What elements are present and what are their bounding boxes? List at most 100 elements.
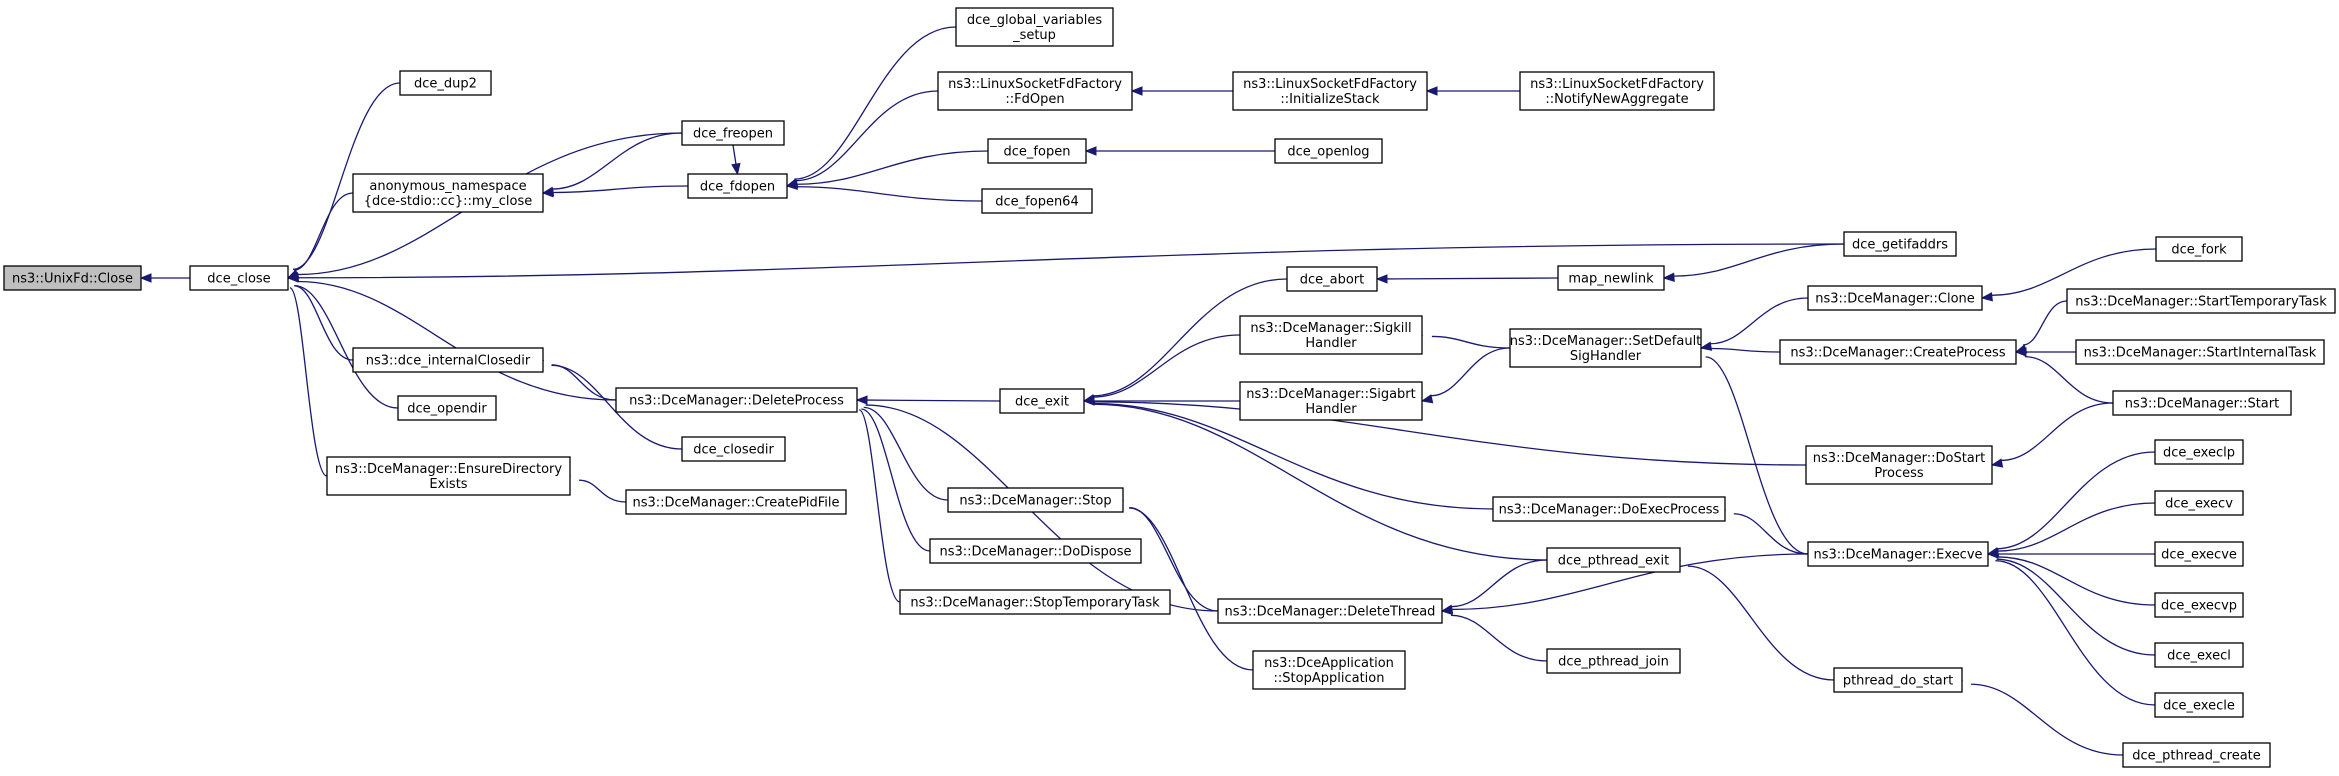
edge-arrow bbox=[1689, 337, 1781, 353]
node-dce-execle[interactable]: dce_execle bbox=[2154, 692, 2244, 718]
edge-arrow bbox=[785, 26, 957, 188]
node-box bbox=[1807, 541, 1989, 567]
node-stop[interactable]: ns3::DceManager::Stop bbox=[947, 487, 1124, 513]
node-dce-fork[interactable]: dce_fork bbox=[2155, 236, 2243, 262]
node-dce-fdopen[interactable]: dce_fdopen bbox=[687, 173, 788, 199]
node-start-internal-task[interactable]: ns3::DceManager::StartInternalTask bbox=[2075, 339, 2325, 365]
node-label: dce_execve bbox=[2161, 548, 2237, 563]
edge-arrow bbox=[1986, 502, 2156, 558]
node-box bbox=[947, 487, 1124, 513]
node-dce-global-variables-setup[interactable]: dce_global_variables_setup bbox=[955, 7, 1114, 47]
node-init-stack[interactable]: ns3::LinuxSocketFdFactory::InitializeSta… bbox=[1232, 71, 1428, 111]
node-start[interactable]: ns3::DceManager::Start bbox=[2112, 390, 2292, 416]
edge-arrow bbox=[1986, 451, 2156, 557]
node-fdopen-factory[interactable]: ns3::LinuxSocketFdFactory::FdOpen bbox=[937, 71, 1133, 111]
node-label: {dce-stdio::cc}::my_close bbox=[364, 194, 532, 209]
node-box bbox=[2112, 390, 2292, 416]
node-box bbox=[352, 173, 544, 213]
node-box bbox=[681, 436, 786, 462]
node-label: dce_opendir bbox=[407, 402, 487, 417]
node-dce-execvp[interactable]: dce_execvp bbox=[2154, 592, 2244, 618]
node-stop-temporary-task[interactable]: ns3::DceManager::StopTemporaryTask bbox=[899, 589, 1171, 615]
node-notify-new-aggregate[interactable]: ns3::LinuxSocketFdFactory::NotifyNewAggr… bbox=[1519, 71, 1715, 111]
node-dce-close[interactable]: dce_close bbox=[189, 265, 289, 291]
node-execve[interactable]: ns3::DceManager::Execve bbox=[1807, 541, 1989, 567]
node-dce-pthread-exit[interactable]: dce_pthread_exit bbox=[1546, 547, 1681, 573]
node-dce-getifaddrs[interactable]: dce_getifaddrs bbox=[1843, 231, 1957, 257]
node-delete-process[interactable]: ns3::DceManager::DeleteProcess bbox=[615, 387, 858, 413]
node-pthread-do-start[interactable]: pthread_do_start bbox=[1833, 667, 1963, 693]
edge-arrow bbox=[848, 388, 901, 603]
node-dce-freopen[interactable]: dce_freopen bbox=[681, 120, 785, 146]
edge-arrow bbox=[286, 243, 1845, 283]
node-label: ns3::DceManager::DoStart bbox=[1813, 451, 1985, 466]
node-dce-execlp[interactable]: dce_execlp bbox=[2154, 439, 2244, 465]
node-clone[interactable]: ns3::DceManager::Clone bbox=[1807, 285, 1983, 311]
edge-arrow bbox=[1977, 542, 2156, 706]
node-dce-pthread-join[interactable]: dce_pthread_join bbox=[1546, 648, 1681, 674]
node-dce-execve[interactable]: dce_execve bbox=[2154, 541, 2244, 567]
edge-arrow bbox=[1420, 347, 1511, 404]
node-do-exec-process[interactable]: ns3::DceManager::DoExecProcess bbox=[1492, 496, 1726, 522]
node-label: ::InitializeStack bbox=[1280, 92, 1380, 107]
node-label: ns3::DceManager::Execve bbox=[1813, 548, 1982, 563]
edge-arrow bbox=[1990, 402, 2114, 468]
node-dce-fopen[interactable]: dce_fopen bbox=[987, 138, 1087, 164]
node-unixfd-close[interactable]: ns3::UnixFd::Close bbox=[3, 265, 142, 291]
node-dce-closedir[interactable]: dce_closedir bbox=[681, 436, 786, 462]
node-create-pid-file[interactable]: ns3::DceManager::CreatePidFile bbox=[625, 489, 847, 515]
node-dce-fopen64[interactable]: dce_fopen64 bbox=[981, 188, 1093, 214]
node-box bbox=[687, 173, 788, 199]
edge-arrow bbox=[2014, 300, 2068, 354]
node-dce-execl[interactable]: dce_execl bbox=[2154, 642, 2244, 668]
node-label: dce_execlp bbox=[2163, 446, 2235, 461]
node-label: dce_fork bbox=[2171, 243, 2227, 258]
node-dce-pthread-create[interactable]: dce_pthread_create bbox=[2122, 742, 2271, 768]
node-label: dce_pthread_exit bbox=[1558, 554, 1669, 569]
edge-arrow bbox=[1440, 553, 1809, 616]
node-label: dce_execvp bbox=[2161, 599, 2237, 614]
node-label: ns3::LinuxSocketFdFactory bbox=[1243, 77, 1417, 92]
node-label: ns3::DceManager::EnsureDirectory bbox=[335, 462, 562, 477]
edge-arrow bbox=[731, 144, 741, 176]
node-dce-execv[interactable]: dce_execv bbox=[2154, 490, 2244, 516]
node-label: dce_pthread_create bbox=[2132, 749, 2261, 764]
node-box bbox=[1239, 315, 1423, 355]
node-create-process[interactable]: ns3::DceManager::CreateProcess bbox=[1779, 339, 2017, 365]
node-stop-application[interactable]: ns3::DceApplication::StopApplication bbox=[1252, 650, 1406, 690]
node-box bbox=[1232, 71, 1428, 111]
node-box bbox=[1509, 328, 1702, 368]
node-label: dce_execl bbox=[2167, 649, 2231, 664]
node-label: dce_fdopen bbox=[700, 180, 775, 195]
node-label: Exists bbox=[429, 477, 467, 492]
node-dce-opendir[interactable]: dce_opendir bbox=[397, 395, 497, 421]
node-box bbox=[1779, 339, 2017, 365]
node-dce-dup2[interactable]: dce_dup2 bbox=[399, 70, 492, 96]
node-label: ns3::DceManager::Stop bbox=[959, 494, 1111, 509]
edge-arrow bbox=[1980, 248, 2157, 302]
node-dce-internalclosedir[interactable]: ns3::dce_internalClosedir bbox=[352, 347, 544, 373]
node-anon-my-close[interactable]: anonymous_namespace{dce-stdio::cc}::my_c… bbox=[352, 173, 544, 213]
edge-arrow bbox=[847, 388, 931, 552]
node-dce-openlog[interactable]: dce_openlog bbox=[1274, 138, 1383, 164]
node-dce-exit[interactable]: dce_exit bbox=[999, 388, 1085, 414]
node-start-temporary-task[interactable]: ns3::DceManager::StartTemporaryTask bbox=[2066, 288, 2336, 314]
node-label: dce_fopen64 bbox=[995, 195, 1078, 210]
node-delete-thread[interactable]: ns3::DceManager::DeleteThread bbox=[1217, 598, 1443, 624]
node-label: ns3::DceManager::StopTemporaryTask bbox=[910, 596, 1160, 611]
node-dce-abort[interactable]: dce_abort bbox=[1286, 266, 1378, 292]
node-do-dispose[interactable]: ns3::DceManager::DoDispose bbox=[929, 538, 1142, 564]
node-label: Handler bbox=[1305, 402, 1357, 417]
node-box bbox=[999, 388, 1085, 414]
edge-arrow bbox=[1082, 334, 1241, 405]
node-box bbox=[2154, 490, 2244, 516]
node-box bbox=[987, 138, 1087, 164]
node-map-newlink[interactable]: map_newlink bbox=[1557, 265, 1665, 291]
node-label: ns3::DceManager::DeleteThread bbox=[1225, 605, 1436, 620]
node-label: dce_getifaddrs bbox=[1852, 238, 1948, 253]
